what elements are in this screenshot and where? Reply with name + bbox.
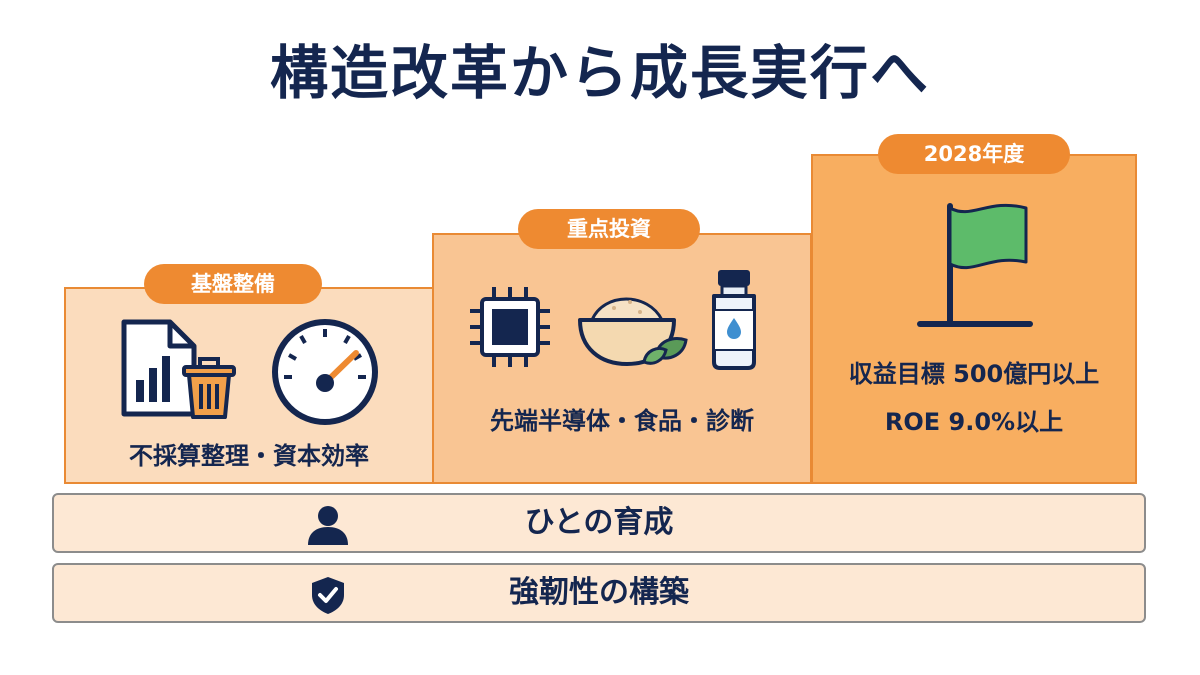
shield-check-icon — [312, 577, 344, 614]
stage-label-target: 2028年度 — [878, 134, 1070, 174]
trash-can-icon — [182, 357, 236, 419]
stage-caption-target-roe: ROE 9.0%以上 — [884, 408, 1064, 436]
food-bowl-icon — [578, 297, 688, 366]
page-title: 構造改革から成長実行へ — [269, 39, 930, 107]
stage-label-foundation: 基盤整備 — [144, 264, 322, 304]
stage-caption-investment: 先端半導体・食品・診断 — [490, 407, 754, 435]
foundation-label-resilience: 強靭性の構築 — [509, 575, 689, 610]
stage-label-investment: 重点投資 — [518, 209, 700, 249]
foundation-bar-resilience: 強靭性の構築 — [52, 563, 1146, 623]
stage-caption-foundation: 不採算整理・資本効率 — [129, 442, 369, 470]
stage-caption-target-revenue: 収益目標 500億円以上 — [848, 360, 1100, 388]
foundation-label-people: ひとの育成 — [524, 505, 674, 540]
vial-icon — [712, 270, 756, 370]
gauge-icon — [272, 319, 378, 425]
flag-icon — [917, 203, 1033, 327]
person-icon — [308, 506, 348, 545]
foundation-bar-people: ひとの育成 — [52, 493, 1146, 553]
chip-icon — [470, 287, 550, 367]
